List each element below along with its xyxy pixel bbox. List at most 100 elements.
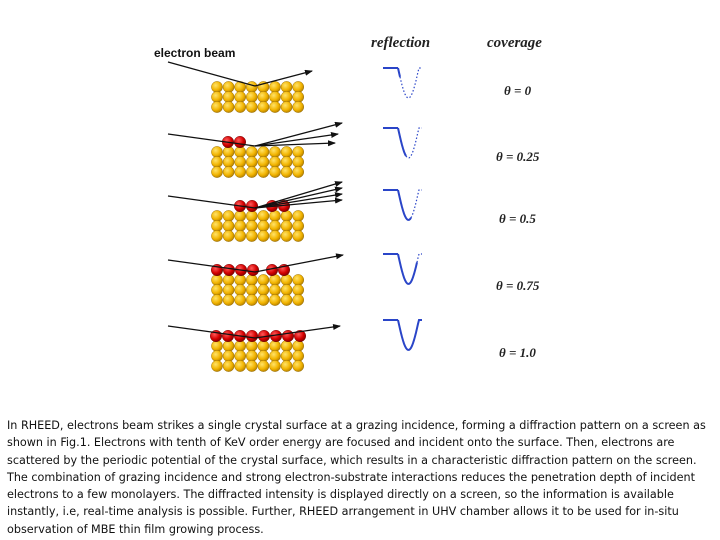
substrate-atom — [257, 230, 270, 242]
substrate-atom — [211, 91, 223, 103]
panel-3 — [167, 253, 422, 306]
reflected-beam — [254, 181, 343, 209]
reflection-curve — [383, 189, 422, 221]
substrate-atom — [222, 274, 235, 286]
substrate-atom — [234, 101, 246, 113]
substrate-atom — [269, 81, 281, 93]
substrate-atom — [211, 284, 223, 296]
panel-0 — [167, 61, 422, 113]
substrate-atom — [257, 340, 270, 352]
substrate-atom — [222, 284, 235, 296]
incident-beam — [167, 195, 256, 209]
substrate-atom — [257, 101, 270, 113]
substrate-atom — [211, 166, 223, 178]
substrate-atom — [222, 81, 235, 93]
reflected-beam — [254, 140, 336, 147]
adsorbate-atoms — [209, 330, 307, 343]
substrate-atom — [222, 230, 235, 242]
substrate-atom — [292, 91, 305, 103]
substrate-atom — [269, 220, 281, 232]
substrate-atom — [234, 284, 246, 296]
incident-beam — [167, 133, 256, 147]
adsorbate-atom — [246, 264, 259, 277]
substrate-atom — [245, 230, 258, 242]
substrate-atom — [245, 91, 258, 103]
substrate-atom — [280, 156, 293, 168]
substrate-atoms — [211, 81, 305, 113]
substrate-atom — [292, 101, 305, 113]
substrate-atom — [257, 274, 270, 286]
substrate-atom — [280, 91, 293, 103]
substrate-atom — [292, 220, 305, 232]
reflection-curve — [383, 253, 422, 285]
substrate-atom — [234, 91, 246, 103]
substrate-atom — [280, 350, 293, 362]
substrate-atom — [222, 101, 235, 113]
substrate-atom — [211, 156, 223, 168]
panel-4 — [167, 319, 422, 372]
substrate-atom — [280, 284, 293, 296]
substrate-atom — [292, 274, 305, 286]
diagram-layer — [167, 61, 422, 372]
substrate-atom — [234, 294, 246, 306]
substrate-atom — [234, 230, 246, 242]
reflected-beam — [254, 121, 343, 147]
adsorbate-atom — [222, 264, 235, 277]
substrate-atom — [222, 210, 235, 222]
substrate-atom — [211, 274, 223, 286]
substrate-atom — [292, 360, 305, 372]
substrate-atom — [257, 220, 270, 232]
curve-dotted — [416, 253, 422, 263]
adsorbate-atom — [221, 330, 234, 343]
reflected-beam — [254, 69, 313, 87]
adsorbate-atoms — [210, 264, 291, 277]
reflection-curve — [383, 127, 422, 159]
incident-beam — [167, 61, 256, 87]
substrate-atom — [222, 166, 235, 178]
curve-solid — [397, 127, 407, 157]
substrate-atom — [211, 340, 223, 352]
adsorbate-atom — [245, 330, 258, 343]
substrate-atom — [257, 210, 270, 222]
substrate-atom — [280, 360, 293, 372]
substrate-atom — [222, 294, 235, 306]
substrate-atom — [245, 81, 258, 93]
substrate-atom — [222, 220, 235, 232]
adsorbate-atom — [282, 330, 295, 343]
reflected-beam — [254, 132, 339, 147]
reflected-beam — [254, 192, 343, 209]
substrate-atom — [269, 156, 281, 168]
substrate-atom — [269, 210, 281, 222]
substrate-atom — [257, 166, 270, 178]
substrate-atom — [292, 146, 305, 158]
incident-beam — [167, 325, 256, 339]
substrate-atom — [257, 91, 270, 103]
substrate-atom — [292, 210, 305, 222]
substrate-atom — [211, 350, 223, 362]
substrate-atom — [280, 101, 293, 113]
substrate-atom — [245, 101, 258, 113]
substrate-atom — [211, 210, 223, 222]
substrate-atom — [280, 146, 293, 158]
curve-solid — [397, 189, 412, 221]
substrate-atom — [245, 220, 258, 232]
coverage-label-0-75: θ = 0.75 — [496, 278, 540, 293]
substrate-atom — [211, 294, 223, 306]
reflection-curve — [383, 67, 422, 99]
substrate-atom — [280, 220, 293, 232]
substrate-atom — [257, 156, 270, 168]
curve-solid — [397, 319, 422, 351]
substrate-atom — [211, 220, 223, 232]
substrate-atoms — [211, 210, 305, 242]
adsorbate-atom — [245, 199, 258, 212]
substrate-atom — [222, 156, 235, 168]
substrate-atom — [245, 146, 258, 158]
substrate-atom — [280, 81, 293, 93]
substrate-atom — [245, 156, 258, 168]
substrate-atom — [211, 81, 223, 93]
adsorbate-atom — [233, 135, 246, 148]
substrate-atom — [234, 340, 246, 352]
substrate-atom — [269, 360, 281, 372]
caption-text: In RHEED, electrons beam strikes a singl… — [7, 419, 706, 536]
substrate-atom — [269, 166, 281, 178]
